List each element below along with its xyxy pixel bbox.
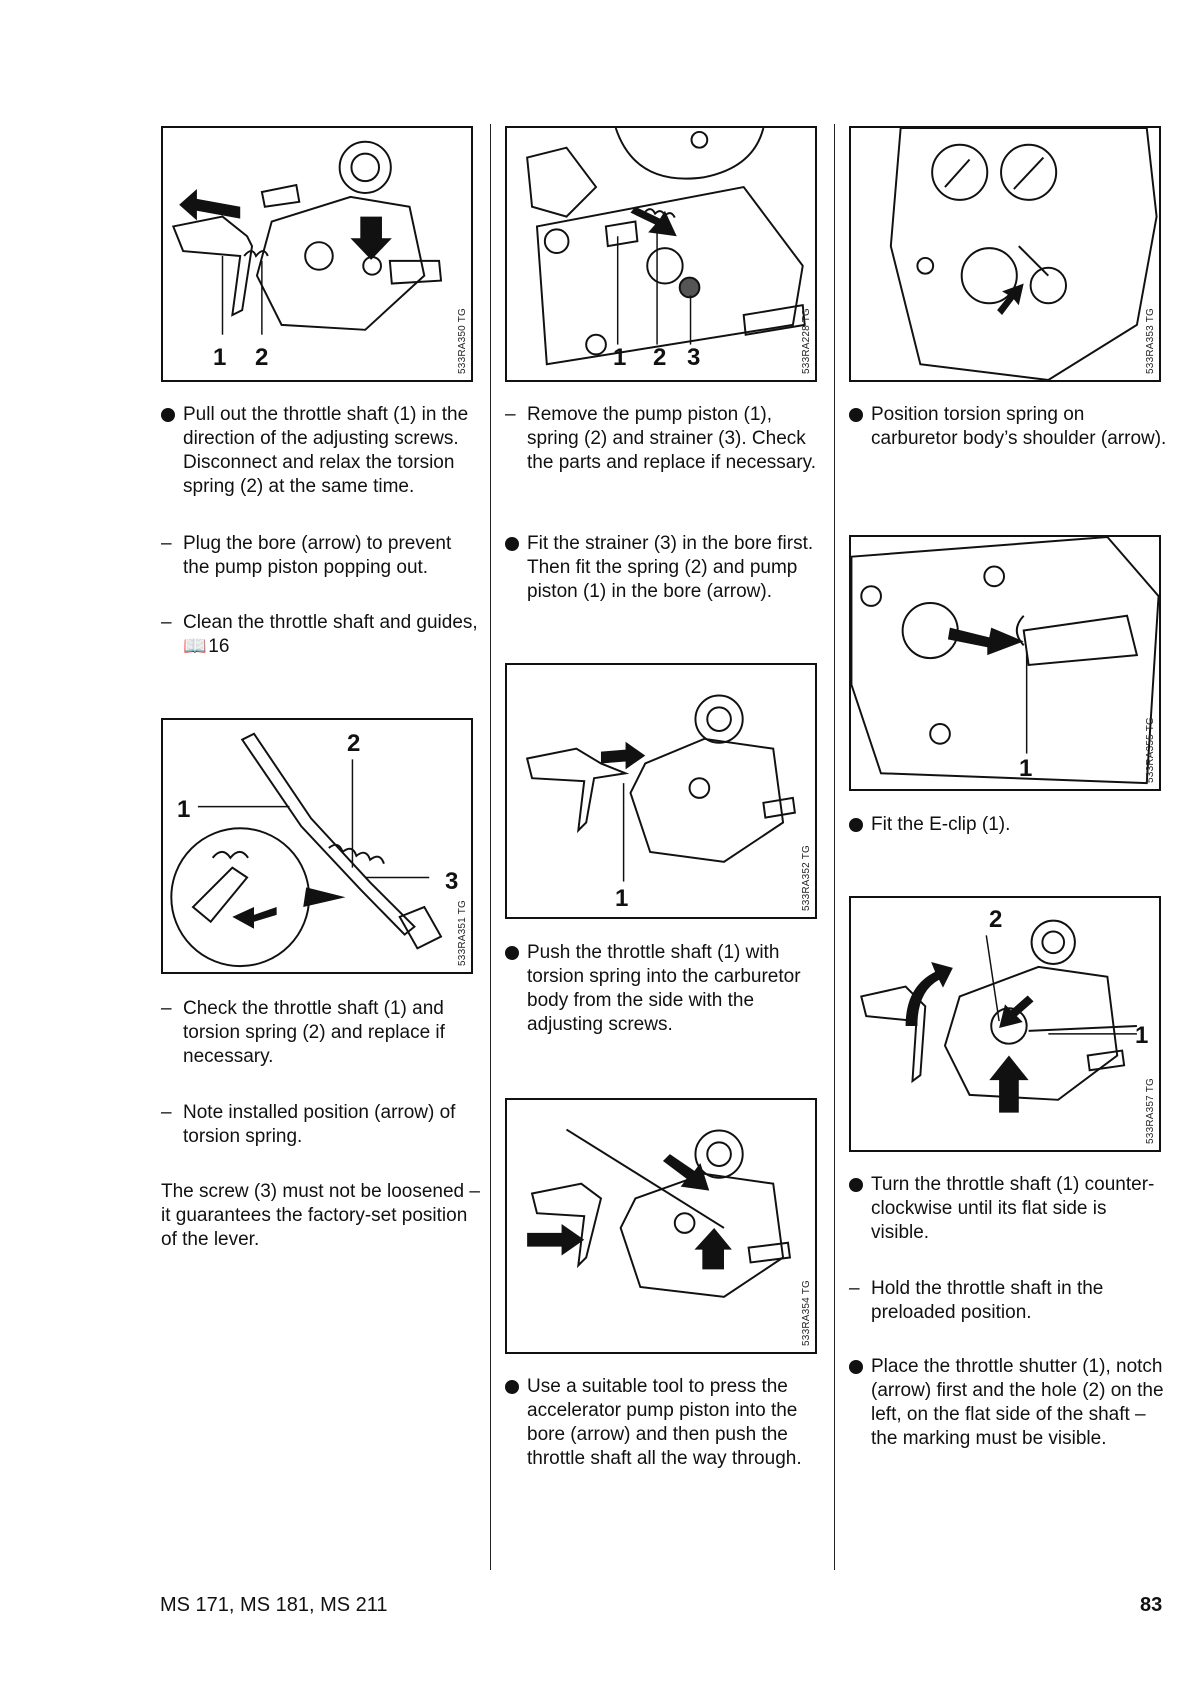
notch-arrow xyxy=(999,995,1034,1028)
pull-arrow xyxy=(179,189,241,221)
bullet-icon xyxy=(849,818,863,832)
spring-position-arrow xyxy=(232,907,277,929)
callout-1: 1 xyxy=(615,885,629,912)
pump-piston-illustration xyxy=(526,128,806,366)
figure-code: 533RA228 TG xyxy=(801,308,812,374)
page-number: 83 xyxy=(1140,1594,1163,1616)
push-through-arrow xyxy=(527,1224,585,1256)
bore-arrow xyxy=(694,1227,732,1270)
bore-arrow xyxy=(350,216,392,260)
bullet-icon xyxy=(505,1380,519,1394)
torsion-spring-illustration xyxy=(889,128,1158,380)
instruction-fit-strainer: Fit the strainer (3) in the bore first. … xyxy=(505,532,823,604)
instruction-turn-shaft: Turn the throttle shaft (1) counter-cloc… xyxy=(849,1173,1167,1245)
instruction-place-shutter: Place the throttle shutter (1), notch (a… xyxy=(849,1355,1167,1451)
instruction-plug-bore: – Plug the bore (arrow) to prevent the p… xyxy=(161,533,452,578)
instruction-position-spring: Position torsion spring on carburetor bo… xyxy=(849,403,1167,451)
callout-1: 1 xyxy=(213,344,227,371)
instruction-note-position: – Note installed position (arrow) of tor… xyxy=(161,1102,456,1147)
callout-3: 3 xyxy=(687,344,701,371)
figure-533RA228: 1 2 3 533RA228 TG xyxy=(505,126,817,382)
figure-533RA357: 2 1 533RA357 TG xyxy=(849,896,1161,1152)
callout-1: 1 xyxy=(177,796,191,823)
instruction-press-piston: Use a suitable tool to press the acceler… xyxy=(505,1375,823,1471)
callout-1: 1 xyxy=(613,344,627,371)
push-shaft-illustration xyxy=(525,694,796,882)
e-clip-illustration xyxy=(851,537,1159,785)
press-piston-illustration xyxy=(527,1128,792,1298)
throttle-shaft-illustration xyxy=(170,732,443,968)
footer-models: MS 171, MS 181, MS 211 xyxy=(160,1594,388,1616)
instruction-clean-shaft: – Clean the throttle shaft and guides, 📖… xyxy=(161,612,478,657)
figure-533RA350: 1 2 533RA350 TG xyxy=(161,126,473,382)
instruction-remove-piston: – Remove the pump piston (1), spring (2)… xyxy=(505,404,817,473)
bullet-icon xyxy=(849,1360,863,1374)
figure-533RA355: 1 533RA355 TG xyxy=(849,535,1161,791)
bullet-icon xyxy=(505,537,519,551)
figure-533RA351: 1 2 3 533RA351 TG xyxy=(161,718,473,974)
figure-533RA354: 533RA354 TG xyxy=(505,1098,817,1354)
figure-code: 533RA354 TG xyxy=(801,1280,812,1346)
instruction-pull-out-shaft: Pull out the throttle shaft (1) in the d… xyxy=(161,403,481,499)
callout-1: 1 xyxy=(1135,1022,1149,1049)
figure-code: 533RA357 TG xyxy=(1145,1078,1156,1144)
figure-code: 533RA352 TG xyxy=(801,845,812,911)
figure-533RA352: 1 533RA352 TG xyxy=(505,663,817,919)
push-arrow xyxy=(600,741,646,770)
callout-2: 2 xyxy=(653,344,667,371)
bullet-icon xyxy=(849,408,863,422)
callout-1: 1 xyxy=(1019,755,1033,782)
figure-533RA353: 533RA353 TG xyxy=(849,126,1161,382)
book-icon: 📖 xyxy=(183,636,207,657)
callout-3: 3 xyxy=(445,868,459,895)
shoulder-arrow xyxy=(997,283,1024,316)
instruction-hold-shaft: – Hold the throttle shaft in the preload… xyxy=(849,1278,1104,1323)
instruction-push-shaft: Push the throttle shaft (1) with torsion… xyxy=(505,941,823,1037)
throttle-shutter-illustration xyxy=(860,919,1137,1113)
instruction-check-shaft: – Check the throttle shaft (1) and torsi… xyxy=(161,998,445,1067)
bullet-icon xyxy=(849,1178,863,1192)
figure-code: 533RA351 TG xyxy=(457,900,468,966)
press-arrow xyxy=(662,1154,710,1191)
callout-2: 2 xyxy=(255,344,269,371)
callout-2: 2 xyxy=(989,906,1003,933)
up-arrow xyxy=(989,1055,1029,1113)
bullet-icon xyxy=(161,408,175,422)
column-divider-2 xyxy=(834,124,835,1570)
callout-2: 2 xyxy=(347,730,361,757)
figure-code: 533RA350 TG xyxy=(457,308,468,374)
note-screw: The screw (3) must not be loosened – it … xyxy=(161,1181,480,1250)
bullet-icon xyxy=(505,946,519,960)
carburetor-illustration xyxy=(171,140,443,335)
instruction-fit-eclip: Fit the E-clip (1). xyxy=(849,813,1167,837)
figure-code: 533RA355 TG xyxy=(1145,717,1156,783)
remove-arrow xyxy=(630,206,677,237)
column-divider-1 xyxy=(490,124,491,1570)
figure-code: 533RA353 TG xyxy=(1145,308,1156,374)
rotate-arrow xyxy=(905,961,953,1026)
clip-arrow xyxy=(947,627,1024,656)
